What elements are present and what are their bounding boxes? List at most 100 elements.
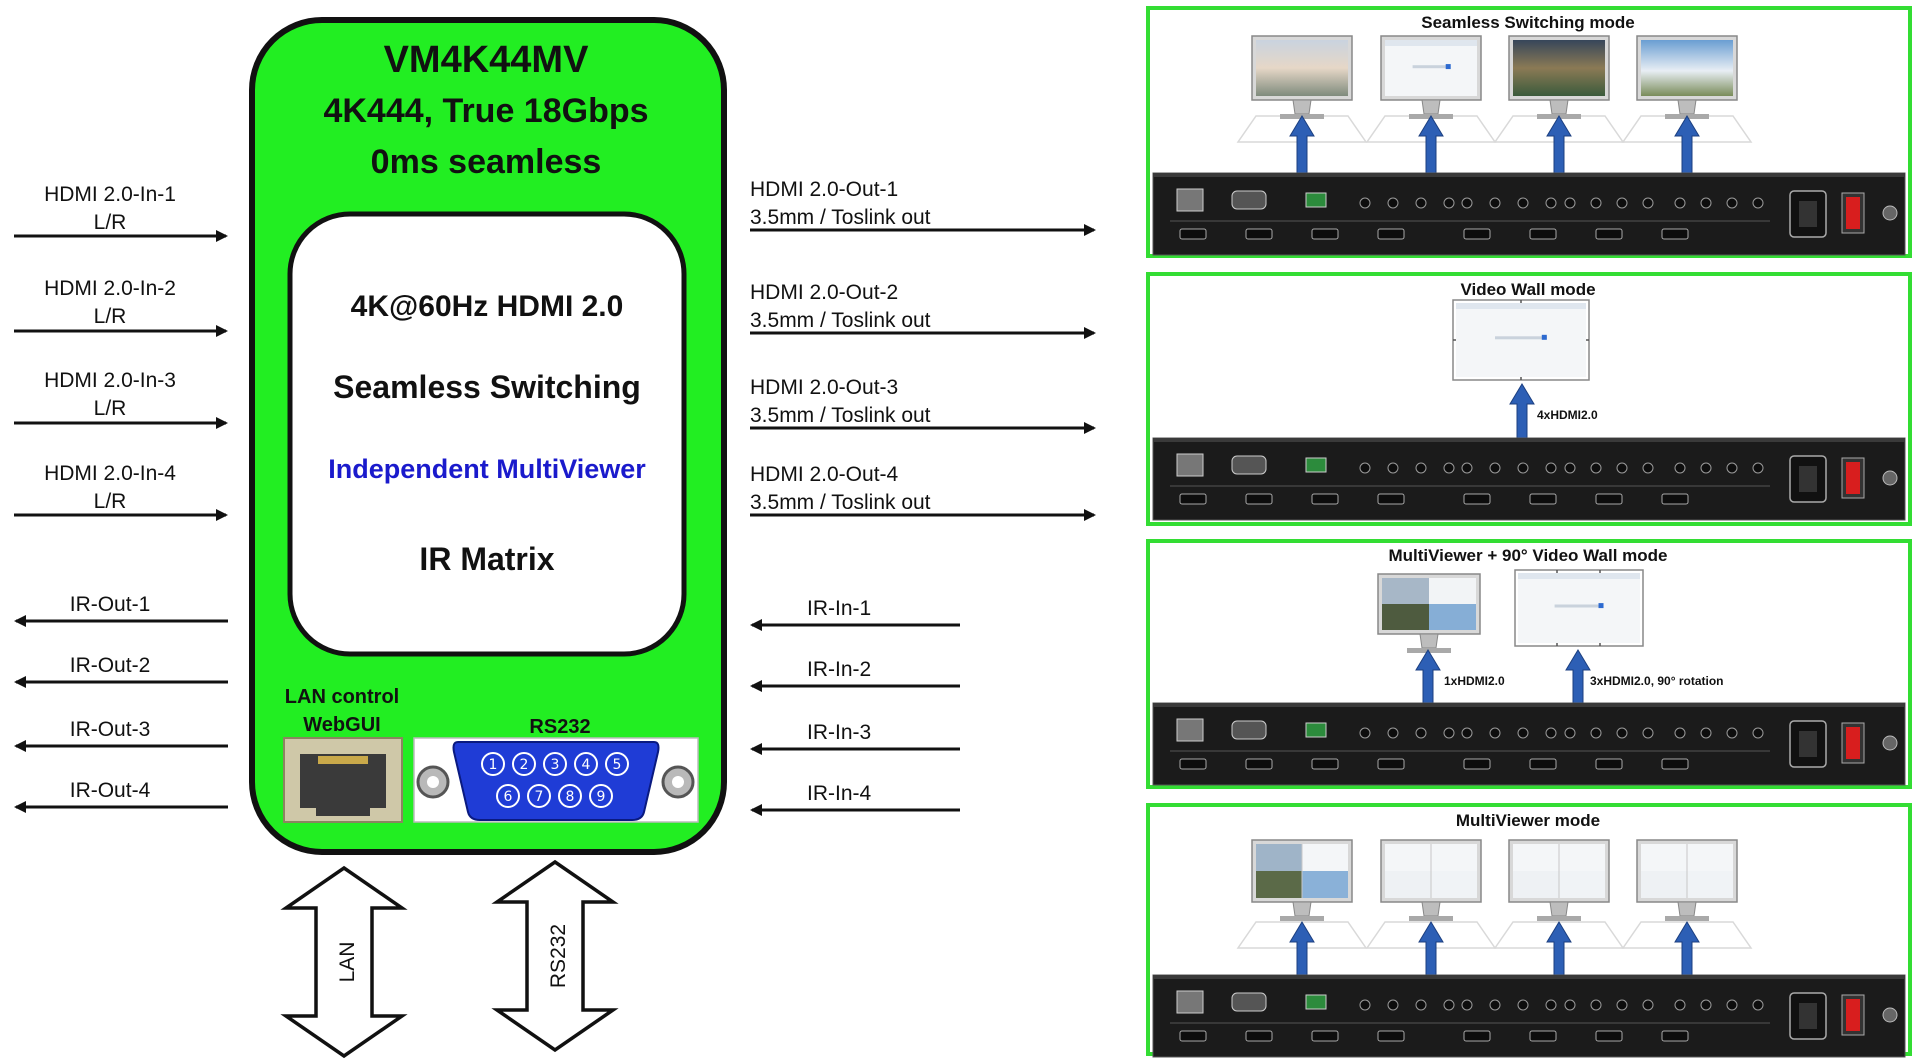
rs232-pin [558,784,582,808]
device-model: VM4K44MV [384,39,589,81]
lan-arrow-label: LAN [336,942,359,983]
matrix-rear-panel [1152,172,1906,256]
rs232-port-label: RS232 [529,716,590,738]
multiviewer-quad [1641,844,1733,898]
ir-in-2-label: IR-In-2 [807,658,871,681]
rs232-pin-number: 9 [597,789,606,805]
hdmi-input-1: HDMI 2.0-In-1 L/R [14,183,228,242]
rs232-pin-number: 7 [535,789,544,805]
mode-panels: Seamless Switching mode Video Wall mode … [1146,6,1912,1058]
browser-screenshot [1518,573,1640,643]
ir-out-1-label: IR-Out-1 [70,593,151,616]
matrix-rear-panel [1152,702,1906,786]
mv-note-2: 3xHDMI2.0, 90° rotation [1590,674,1724,688]
monitor-icon [1636,35,1738,119]
rs232-double-arrow: RS232 [491,859,619,1053]
rs232-pin-number: 4 [582,757,591,773]
hdmi-output-3-name: HDMI 2.0-Out-3 [750,376,898,399]
hdmi-output-2-sub: 3.5mm / Toslink out [750,309,931,332]
hdmi-output-2: HDMI 2.0-Out-2 3.5mm / Toslink out [750,281,1096,339]
hdmi-input-1-sub: L/R [94,211,127,234]
matrix-rear-panel [1152,437,1906,521]
hdmi-output-1-name: HDMI 2.0-Out-1 [750,178,898,201]
multiviewer-quad [1256,844,1348,898]
hdmi-output-1-sub: 3.5mm / Toslink out [750,206,931,229]
rs232-pin [574,752,598,776]
feature-4k60: 4K@60Hz HDMI 2.0 [351,290,624,323]
browser-screenshot [1385,40,1477,96]
ir-out-1: IR-Out-1 [14,593,228,627]
ir-out-2: IR-Out-2 [14,654,228,688]
multiviewer-quad [1513,844,1605,898]
rs232-pins-top: 1 2 3 4 5 [481,752,629,776]
rs232-pin [543,752,567,776]
mv-note-1: 1xHDMI2.0 [1444,674,1505,688]
rs232-pin-number: 5 [613,757,622,773]
rs232-pin-number: 2 [520,757,529,773]
ir-out-3-label: IR-Out-3 [70,718,151,741]
hdmi-input-3: HDMI 2.0-In-3 L/R [14,369,228,429]
multiviewer-quad [1385,844,1477,898]
rs232-pin [496,784,520,808]
feature-ir-matrix: IR Matrix [419,541,554,577]
ir-in-4-label: IR-In-4 [807,782,872,805]
rs232-pin-number: 8 [566,789,575,805]
rs232-pin [481,752,505,776]
monitor-icon [1251,35,1353,119]
ir-in-1-label: IR-In-1 [807,597,871,620]
rs232-pin-number: 1 [489,757,498,773]
ir-out-4-label: IR-Out-4 [70,779,151,802]
mode-title-mv-videowall: MultiViewer + 90° Video Wall mode [1388,546,1667,565]
browser-screenshot [1456,303,1586,377]
feature-multiviewer: Independent MultiViewer [328,454,646,484]
hdmi-input-1-name: HDMI 2.0-In-1 [44,183,176,206]
feature-seamless: Seamless Switching [333,369,641,405]
rs232-pin-number: 3 [551,757,560,773]
rs232-pin [589,784,613,808]
hdmi-output-4-sub: 3.5mm / Toslink out [750,491,931,514]
device-box: VM4K44MV 4K444, True 18Gbps 0ms seamless… [249,17,727,855]
hdmi-input-2: HDMI 2.0-In-2 L/R [14,277,228,337]
rs232-arrow-label: RS232 [547,924,570,988]
rs232-pin-number: 6 [504,789,513,805]
hdmi-input-3-name: HDMI 2.0-In-3 [44,369,176,392]
matrix-rear-panel [1152,974,1906,1058]
ir-in-1: IR-In-1 [750,597,960,631]
monitor-icon [1508,35,1610,119]
hdmi-output-2-name: HDMI 2.0-Out-2 [750,281,898,304]
panel-illustrations [1152,35,1906,1058]
mode-title-videowall: Video Wall mode [1460,280,1595,299]
hdmi-output-3-sub: 3.5mm / Toslink out [750,404,931,427]
lan-control-label: LAN control [285,686,399,708]
ir-in-3-label: IR-In-3 [807,721,871,744]
rs232-pin [605,752,629,776]
rs232-pin [527,784,551,808]
webgui-label: WebGUI [303,714,380,736]
rs232-port-icon [413,737,699,823]
rs232-pin [512,752,536,776]
ir-out-3: IR-Out-3 [14,718,228,752]
hdmi-input-3-sub: L/R [94,397,127,420]
hdmi-input-2-sub: L/R [94,305,127,328]
hdmi-input-2-name: HDMI 2.0-In-2 [44,277,176,300]
hdmi-output-1: HDMI 2.0-Out-1 3.5mm / Toslink out [750,178,1096,236]
ir-out-2-label: IR-Out-2 [70,654,151,677]
feature-box [287,211,687,657]
hdmi-input-4: HDMI 2.0-In-4 L/R [14,462,228,521]
multiviewer-quad [1382,578,1476,630]
videowall-note: 4xHDMI2.0 [1537,408,1598,422]
ir-in-4: IR-In-4 [750,782,960,816]
hdmi-output-4-name: HDMI 2.0-Out-4 [750,463,899,486]
hdmi-input-4-name: HDMI 2.0-In-4 [44,462,176,485]
ir-in-2: IR-In-2 [750,658,960,692]
device-subtitle-1: 4K444, True 18Gbps [323,92,648,130]
monitor-reflection [1236,921,1368,949]
monitor-reflection [1621,921,1753,949]
hdmi-output-3: HDMI 2.0-Out-3 3.5mm / Toslink out [750,376,1096,434]
hdmi-input-4-sub: L/R [94,490,127,513]
ir-out-4: IR-Out-4 [14,779,228,813]
lan-double-arrow: LAN [280,865,408,1059]
mode-title-multiviewer: MultiViewer mode [1456,811,1600,830]
rs232-pins-bottom: 6 7 8 9 [496,784,613,808]
